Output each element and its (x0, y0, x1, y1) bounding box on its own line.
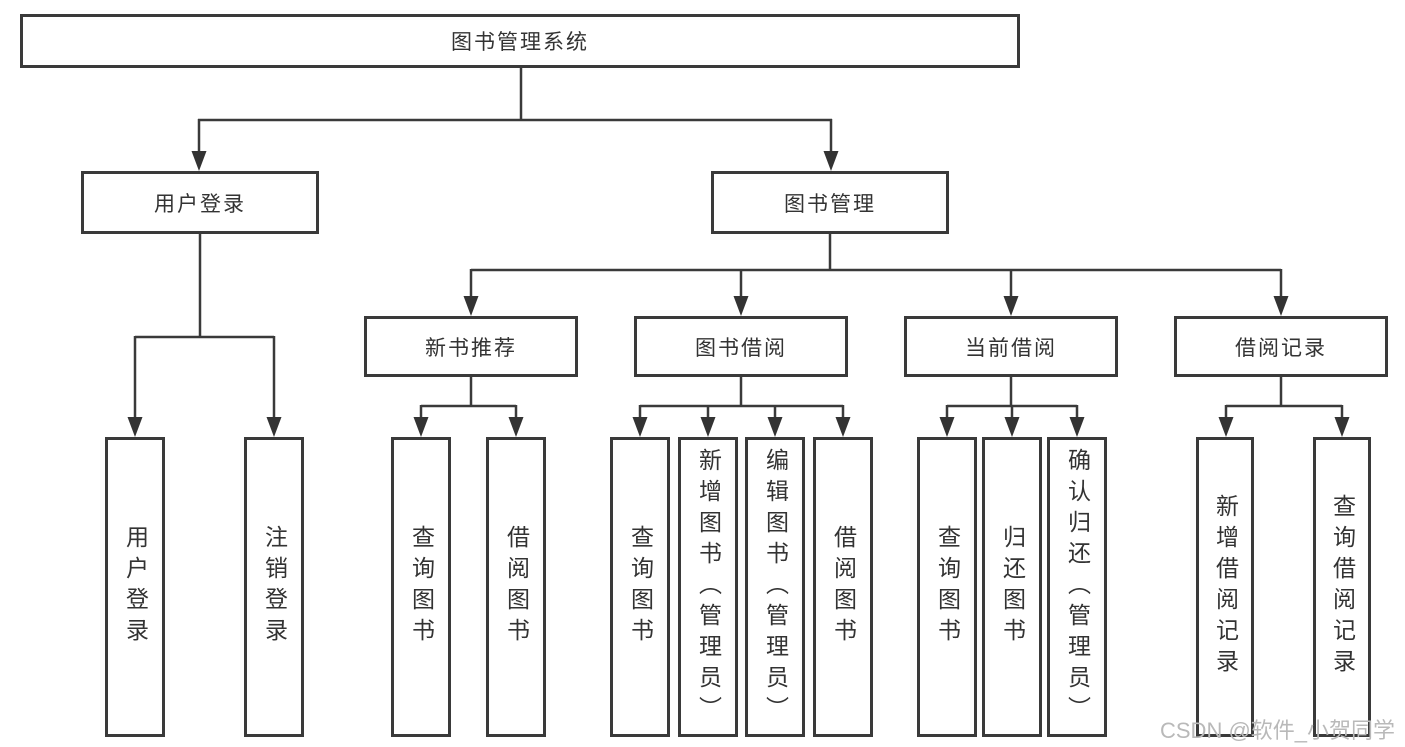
leaf-edit-book-admin: 编辑图书（管理员） (745, 437, 805, 737)
leaf-query-books-recommend: 查询图书 (391, 437, 451, 737)
leaf-label: 编辑图书（管理员） (762, 447, 789, 727)
arrow-down-icon (939, 417, 955, 437)
arrow-down-icon (835, 417, 851, 437)
arrow-down-icon (1004, 417, 1020, 437)
leaf-label: 确认归还（管理员） (1064, 447, 1091, 727)
arrow-down-icon (266, 417, 282, 437)
leaf-return-books: 归还图书 (982, 437, 1042, 737)
leaf-label: 新增借阅记录 (1212, 494, 1239, 680)
node-label: 图书管理 (784, 192, 876, 216)
leaf-label: 借阅图书 (503, 525, 530, 649)
arrow-down-icon (508, 417, 524, 437)
arrow-down-icon (733, 296, 749, 316)
leaf-label: 查询借阅记录 (1329, 494, 1356, 680)
arrow-down-icon (127, 417, 143, 437)
leaf-label: 注销登录 (261, 525, 288, 649)
arrow-down-icon (1273, 296, 1289, 316)
arrow-down-icon (1218, 417, 1234, 437)
leaf-borrow-books-recommend: 借阅图书 (486, 437, 546, 737)
arrow-down-icon (1334, 417, 1350, 437)
arrow-down-icon (767, 417, 783, 437)
leaf-label: 查询图书 (627, 525, 654, 649)
node-label: 图书管理系统 (451, 31, 589, 54)
node-new-book-recommend: 新书推荐 (364, 316, 578, 377)
node-label: 当前借阅 (965, 336, 1057, 360)
leaf-label: 借阅图书 (830, 525, 857, 649)
node-label: 借阅记录 (1235, 336, 1327, 360)
leaf-logout: 注销登录 (244, 437, 304, 737)
leaf-label: 新增图书（管理员） (695, 447, 722, 727)
leaf-add-borrow-record: 新增借阅记录 (1196, 437, 1254, 737)
arrow-down-icon (1069, 417, 1085, 437)
leaf-label: 用户登录 (122, 525, 149, 649)
arrow-down-icon (1003, 296, 1019, 316)
arrow-down-icon (463, 296, 479, 316)
arrow-down-icon (632, 417, 648, 437)
arrow-down-icon (191, 151, 207, 171)
arrow-down-icon (413, 417, 429, 437)
node-borrowing-records: 借阅记录 (1174, 316, 1388, 377)
arrow-down-icon (823, 151, 839, 171)
node-user-login: 用户登录 (81, 171, 319, 234)
node-label: 用户登录 (154, 192, 246, 216)
node-book-borrowing: 图书借阅 (634, 316, 848, 377)
leaf-query-borrow-record: 查询借阅记录 (1313, 437, 1371, 737)
node-label: 新书推荐 (425, 336, 517, 360)
leaf-query-books-current: 查询图书 (917, 437, 977, 737)
leaf-query-books-borrowing: 查询图书 (610, 437, 670, 737)
leaf-user-login: 用户登录 (105, 437, 165, 737)
csdn-watermark: CSDN @软件_小贺同学 (1160, 718, 1396, 743)
node-current-borrowing: 当前借阅 (904, 316, 1118, 377)
node-book-management: 图书管理 (711, 171, 949, 234)
leaf-label: 查询图书 (934, 525, 961, 649)
arrow-down-icon (700, 417, 716, 437)
leaf-borrow-books: 借阅图书 (813, 437, 873, 737)
leaf-add-book-admin: 新增图书（管理员） (678, 437, 738, 737)
node-library-management-system: 图书管理系统 (20, 14, 1020, 68)
node-label: 图书借阅 (695, 336, 787, 360)
leaf-label: 归还图书 (999, 525, 1026, 649)
leaf-confirm-return-admin: 确认归还（管理员） (1047, 437, 1107, 737)
leaf-label: 查询图书 (408, 525, 435, 649)
